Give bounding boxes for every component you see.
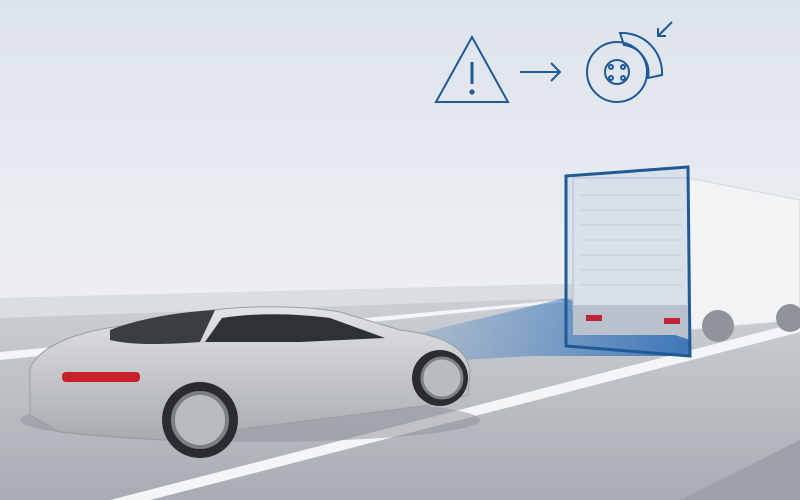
car-side-windows <box>205 314 385 342</box>
road-edge <box>680 440 800 500</box>
warning-triangle-icon <box>434 34 510 103</box>
detection-frame <box>564 165 692 358</box>
arrow-right-icon <box>520 62 562 82</box>
brake-disc-icon <box>586 21 673 103</box>
car <box>20 306 480 458</box>
radar-detection-beam <box>400 298 690 362</box>
truck-tail-light-left <box>586 315 602 321</box>
car-rear-window <box>110 310 215 345</box>
truck <box>572 177 800 342</box>
car-tail-light <box>62 372 140 382</box>
truck-tail-light-right <box>664 318 680 324</box>
